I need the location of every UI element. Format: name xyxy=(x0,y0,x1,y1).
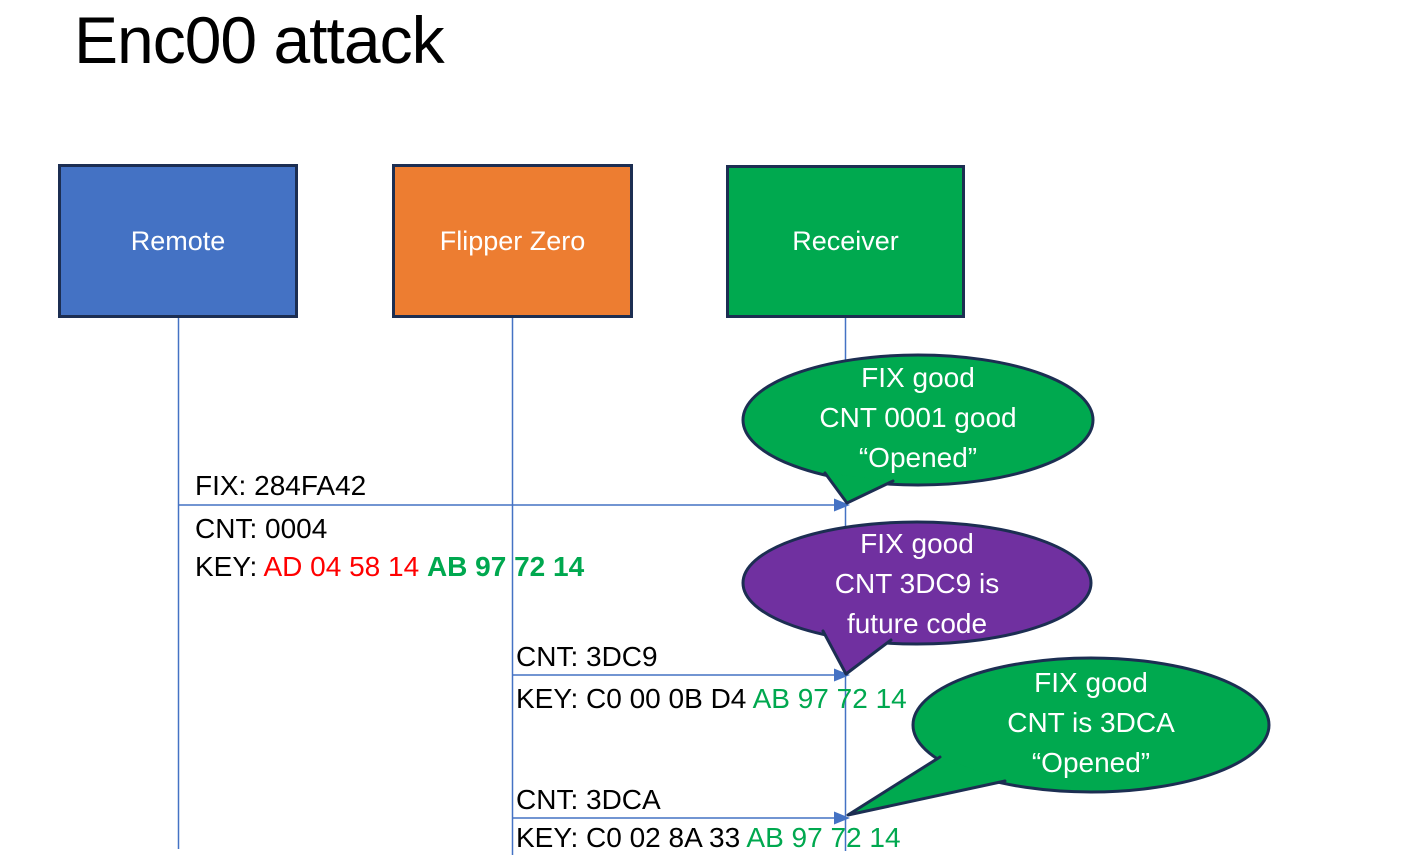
callout-2-tail xyxy=(823,631,891,674)
callout-1-line-1: FIX good xyxy=(861,362,975,393)
message-2-key-green-bytes: AB 97 72 14 xyxy=(752,683,907,714)
message-3-key-label: KEY: C0 02 8A 33 AB 97 72 14 xyxy=(516,822,901,854)
callout-2-line-1: FIX good xyxy=(860,528,974,559)
message-1-key-prefix: KEY: xyxy=(195,551,264,582)
callout-3-line-1: FIX good xyxy=(1034,667,1148,698)
message-1-fix-label: FIX: 284FA42 xyxy=(195,470,367,501)
message-3-key-green-bytes: AB 97 72 14 xyxy=(746,822,901,853)
callout-3-tail xyxy=(848,757,1005,815)
callout-2-line-3: future code xyxy=(846,608,988,639)
message-1-key-label: KEY: AD 04 58 14 AB 97 72 14 xyxy=(195,551,584,583)
message-1-cnt-label: CNT: 0004 xyxy=(195,513,328,544)
callout-3-ellipse xyxy=(911,656,1271,794)
message-2-key-label: KEY: C0 00 0B D4 AB 97 72 14 xyxy=(516,683,907,715)
callout-2-ellipse xyxy=(741,520,1093,646)
actor-box-flipper-zero: Flipper Zero xyxy=(392,164,633,318)
message-2-key-prefix: KEY: C0 00 0B D4 xyxy=(516,683,753,714)
callout-2-tail-border xyxy=(821,629,893,676)
callout-3-line-2: CNT is 3DCA xyxy=(1007,707,1175,738)
callout-1-tail-border xyxy=(823,471,895,505)
callout-3-tail-border xyxy=(846,755,1007,817)
page-title: Enc00 attack xyxy=(74,3,445,77)
actor-box-remote: Remote xyxy=(58,164,298,318)
callout-2-line-2: CNT 3DC9 is xyxy=(834,568,1000,599)
actor-label-flipper-zero: Flipper Zero xyxy=(439,225,586,256)
callout-1-text: FIX good CNT 0001 good “Opened” xyxy=(748,358,1088,478)
callout-3-text: FIX good CNT is 3DCA “Opened” xyxy=(915,663,1267,783)
message-3-key-prefix: KEY: C0 02 8A 33 xyxy=(516,822,747,853)
callout-1-line-2: CNT 0001 good xyxy=(819,402,1017,433)
callout-1-ellipse xyxy=(741,353,1095,487)
message-arrow-2-arrowhead-icon xyxy=(834,668,850,682)
message-3-cnt-label: CNT: 3DCA xyxy=(516,784,661,815)
callout-2-text: FIX good CNT 3DC9 is future code xyxy=(745,524,1089,644)
message-2-cnt-label: CNT: 3DC9 xyxy=(516,641,658,672)
message-1-key-green-bytes: AB 97 72 14 xyxy=(426,551,585,582)
message-arrow-3-arrowhead-icon xyxy=(834,811,850,825)
callout-bubble-opened-1 xyxy=(741,353,1095,505)
callout-bubble-future-code xyxy=(741,520,1093,676)
actor-box-receiver: Receiver xyxy=(726,165,965,318)
callout-3-line-3: “Opened” xyxy=(1031,747,1151,778)
message-arrow-1-arrowhead-icon xyxy=(834,498,850,512)
actor-label-receiver: Receiver xyxy=(792,226,899,256)
message-1-key-red-bytes: AD 04 58 14 xyxy=(263,551,427,582)
callout-1-line-3: “Opened” xyxy=(858,442,978,473)
callout-bubble-opened-2 xyxy=(846,656,1271,817)
actor-label-remote: Remote xyxy=(130,225,226,256)
